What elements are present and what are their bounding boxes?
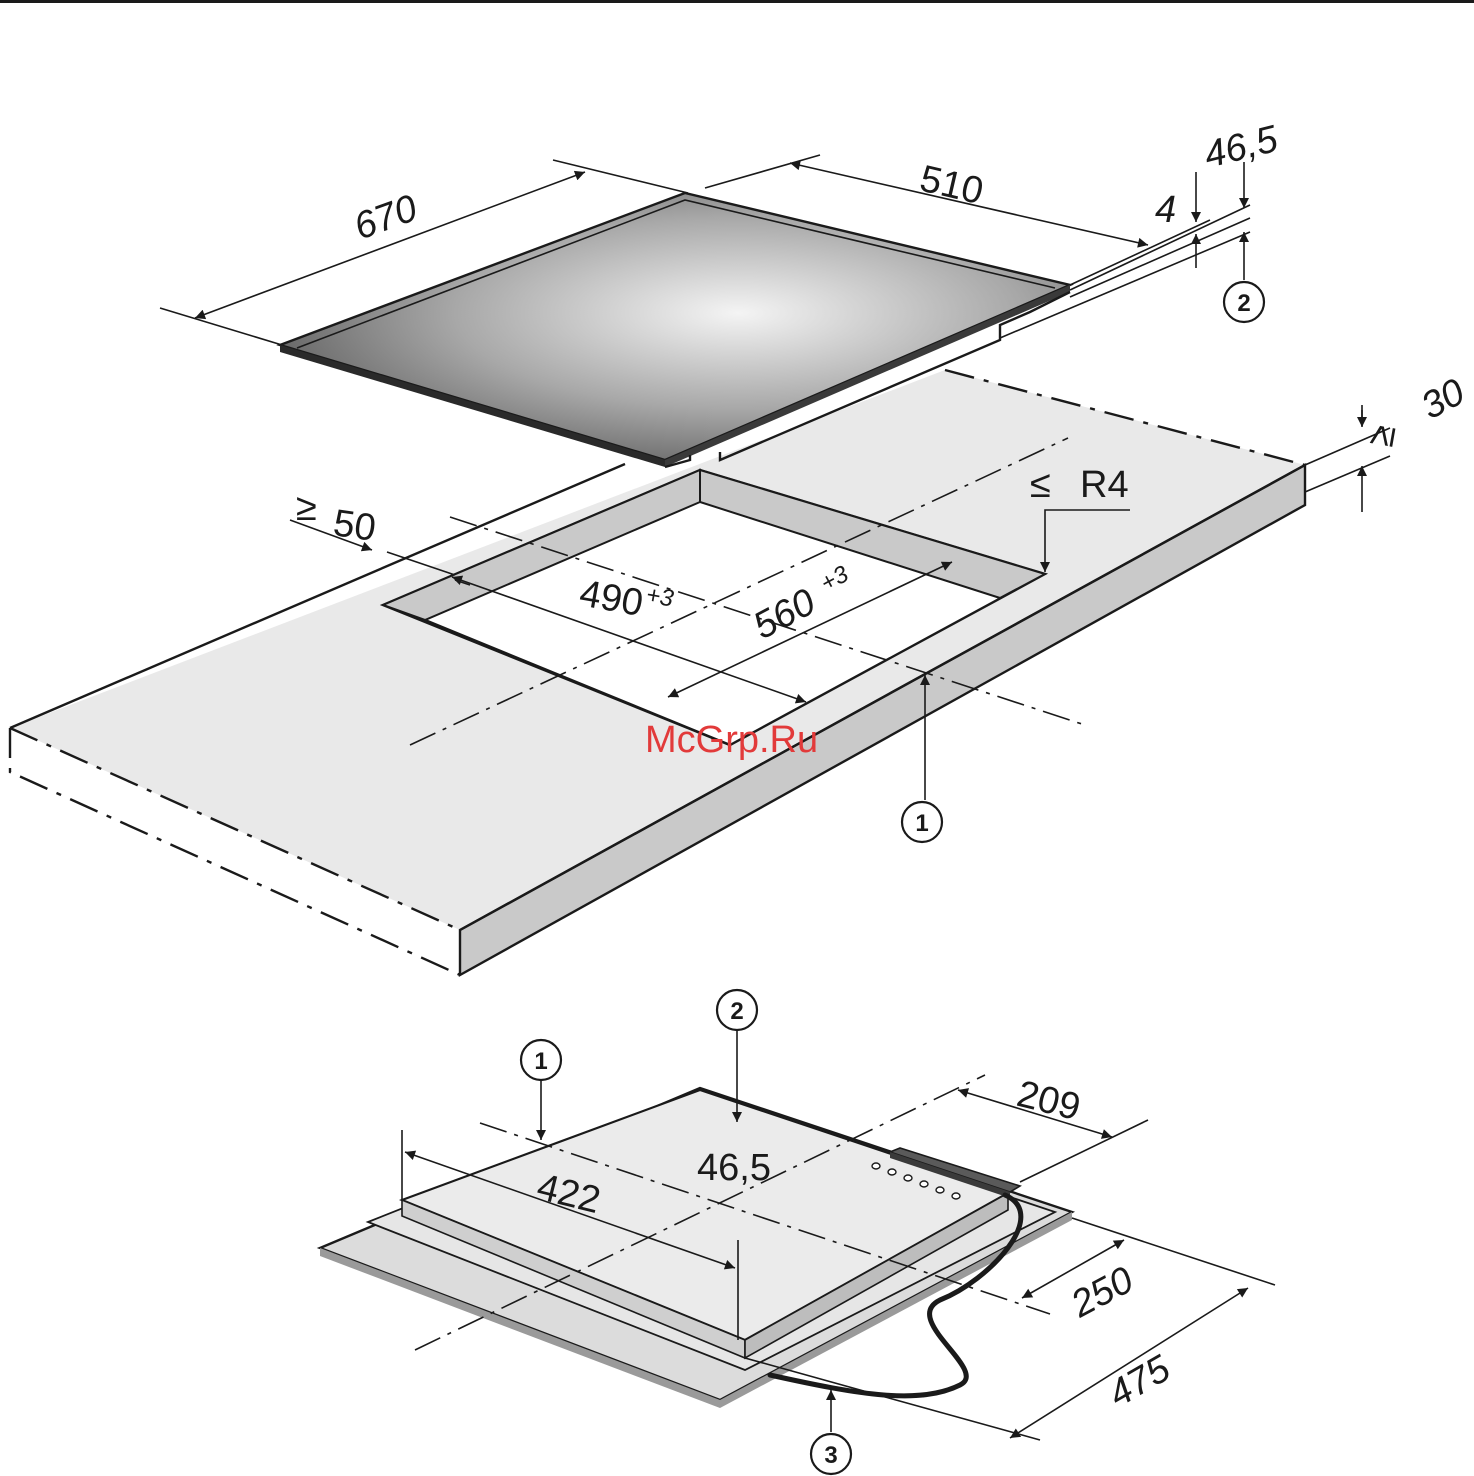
dim-30-label: 30: [1415, 371, 1472, 428]
dim-r4-le: ≤: [1030, 464, 1051, 506]
callout-2-top-label: 2: [1237, 290, 1250, 317]
dim-4-label: 4: [1155, 189, 1176, 231]
dim-46-5-label: 46,5: [1200, 118, 1283, 177]
dim-250-label: 250: [1064, 1259, 1141, 1326]
dim-30: ≥ 30: [1305, 371, 1472, 512]
dim-50-label: 50: [331, 502, 379, 549]
dim-475-label: 475: [1102, 1347, 1179, 1416]
dim-250: 250: [1022, 1218, 1275, 1326]
dim-510-label: 510: [916, 158, 987, 213]
dim-46-5-underside-label: 46,5: [697, 1147, 771, 1189]
callout-1-worktop-label: 1: [915, 810, 928, 837]
callout-2-top: 2: [1224, 282, 1264, 322]
callout-3-underside-label: 3: [824, 1442, 837, 1469]
callout-1-underside-label: 1: [534, 1048, 547, 1075]
dim-670-label: 670: [349, 187, 423, 248]
callout-3-underside: 3: [811, 1390, 851, 1474]
callout-2-underside-label: 2: [730, 998, 743, 1025]
watermark: McGrp.Ru: [645, 719, 818, 761]
callout-1-underside: 1: [521, 1040, 561, 1140]
dim-50-ge: ≥: [296, 487, 317, 529]
dim-r4-label: R4: [1080, 464, 1129, 506]
dim-209-label: 209: [1013, 1073, 1085, 1129]
dim-209: 209: [958, 1073, 1148, 1182]
underside-unit: [320, 1088, 1072, 1408]
dim-30-ge: ≥: [1360, 422, 1405, 450]
dim-490-tolerance: +3: [644, 581, 676, 612]
